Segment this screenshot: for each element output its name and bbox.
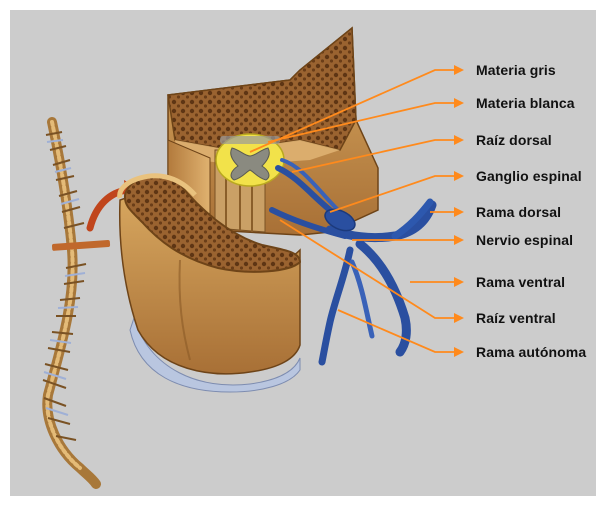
label-materia-blanca: Materia blanca (476, 95, 575, 111)
label-raiz-dorsal: Raíz dorsal (476, 132, 552, 148)
label-ganglio-espinal: Ganglio espinal (476, 168, 582, 184)
label-nervio-espinal: Nervio espinal (476, 232, 573, 248)
section-marker (52, 240, 110, 251)
label-rama-dorsal: Rama dorsal (476, 204, 561, 220)
upper-vertebra (168, 28, 378, 235)
label-rama-autonoma: Rama autónoma (476, 344, 586, 360)
label-rama-ventral: Rama ventral (476, 274, 565, 290)
autonomic-ramus (322, 250, 350, 362)
label-materia-gris: Materia gris (476, 62, 556, 78)
spinal-column (43, 122, 110, 484)
label-raiz-ventral: Raíz ventral (476, 310, 556, 326)
